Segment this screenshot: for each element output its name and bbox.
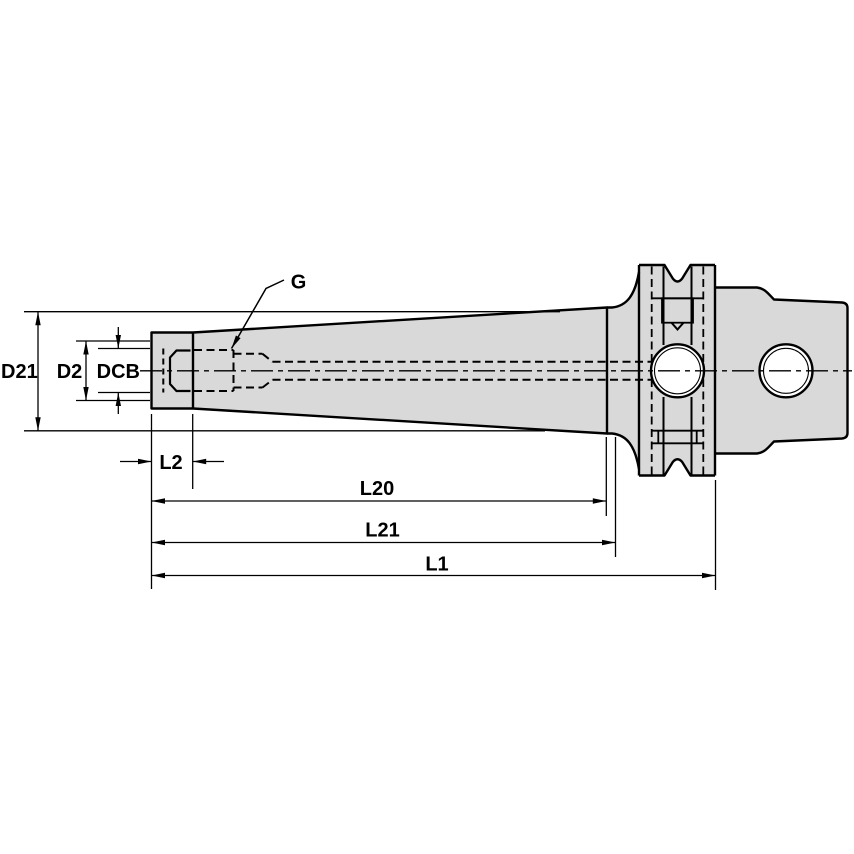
bore2-chamfer-top: [261, 353, 274, 363]
neck-bottom-curve: [607, 432, 641, 470]
label-l21: L21: [365, 520, 399, 542]
flange-top-edge: [639, 263, 715, 283]
label-dcb: DCB: [97, 361, 140, 383]
dimension-labels: D21 D2 DCB G L2 L20 L21 L1: [1, 272, 449, 576]
label-d2: D2: [57, 361, 83, 383]
label-l20: L20: [360, 478, 394, 500]
label-g: G: [291, 272, 307, 294]
neck-top-curve: [607, 271, 641, 309]
label-d21: D21: [1, 361, 38, 383]
g-leader-line: [230, 279, 285, 349]
label-l1: L1: [425, 554, 448, 576]
hidden-bore-lines: [162, 348, 652, 393]
bore2-chamfer-bottom: [261, 379, 274, 389]
label-l2: L2: [159, 452, 182, 474]
top-slot-chevron: [670, 322, 685, 332]
top-slot-rect: [661, 297, 694, 324]
dimensions: [24, 279, 717, 590]
flange-bottom-edge: [639, 458, 715, 477]
